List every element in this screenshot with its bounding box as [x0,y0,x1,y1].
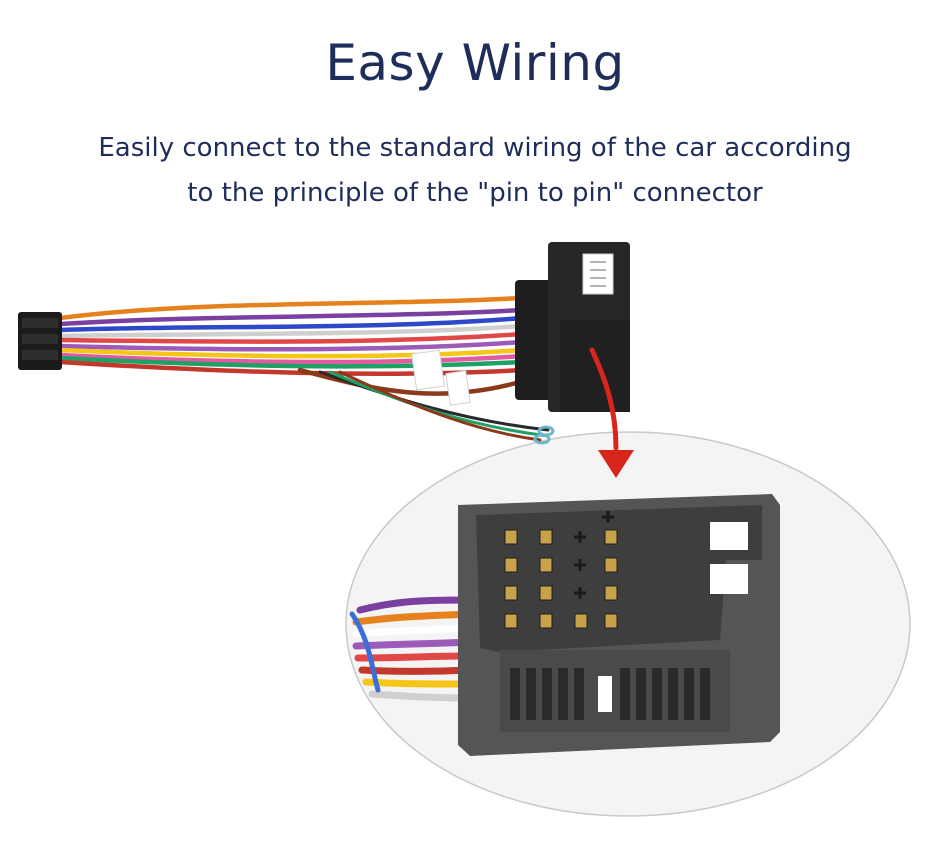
terminal-block [500,650,730,732]
page-title: Easy Wiring [325,34,625,92]
curved-arrow-down-icon [589,347,634,478]
subtitle-line-2: to the principle of the "pin to pin" con… [187,178,763,208]
pin-grid [504,529,618,629]
subtitle-line-1: Easily connect to the standard wiring of… [98,133,852,163]
wiring-harness-illustration [18,242,911,817]
closeup-connector [458,494,780,756]
iso-plug [18,312,62,370]
loose-terminals [533,425,555,445]
pin-cross-marks [574,511,614,599]
wire-bundle [57,295,550,442]
page-subtitle: Easily connect to the standard wiring of… [0,126,950,216]
wire-labels [411,349,471,406]
car-connector [515,242,630,412]
